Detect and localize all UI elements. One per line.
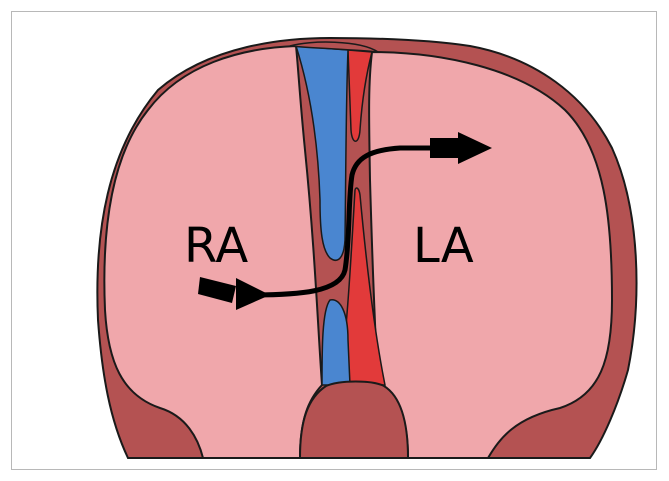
right-atrium-label: RA [184,218,248,274]
left-atrium-label: LA [413,218,474,274]
